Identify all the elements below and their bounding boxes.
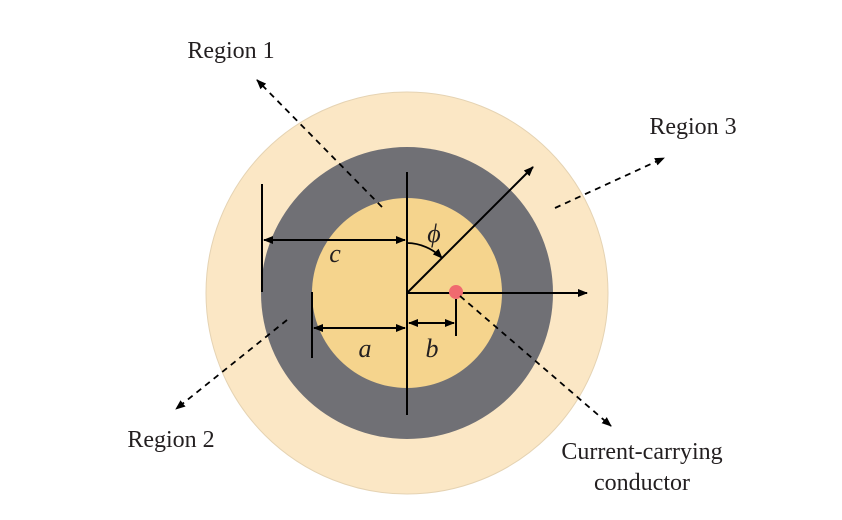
region-2-leader [175,319,288,410]
region-1-label: Region 1 [187,38,274,64]
dim-a-label: a [359,334,372,363]
region-1-leader [256,79,383,208]
conductor-label-line1: Current-carrying [561,439,722,465]
conductor-leader [459,295,612,427]
dim-c-label: c [329,239,341,268]
phi-label: ϕ [427,219,440,248]
phi-angle-arc [406,242,443,259]
angled-radius-arrow [406,166,534,294]
conductor-label-line2: conductor [594,470,690,496]
current-carrying-conductor-dot [449,285,463,299]
region-3-leader [554,157,665,209]
region-2-label: Region 2 [127,427,214,453]
dim-b-label: b [426,334,439,363]
region-3-label: Region 3 [649,114,736,140]
